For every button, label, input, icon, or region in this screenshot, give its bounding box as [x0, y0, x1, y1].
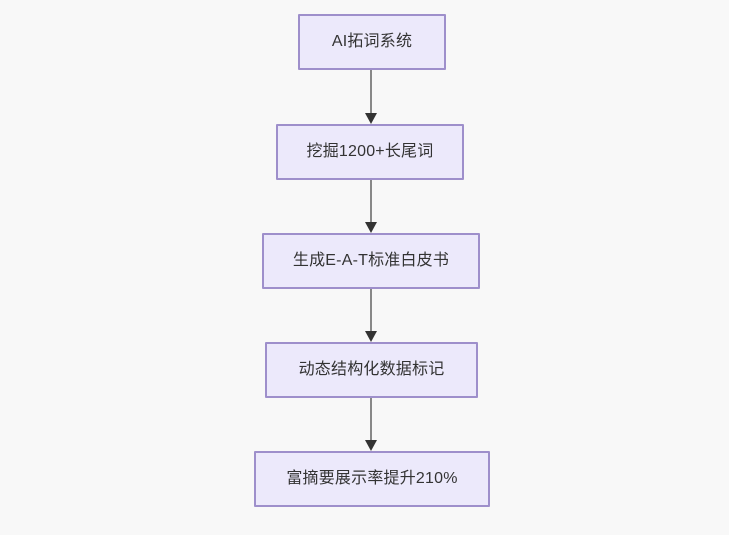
flowchart-node-label: AI拓词系统: [331, 33, 413, 51]
flowchart-node-n1[interactable]: AI拓词系统: [298, 14, 446, 70]
flowchart-node-label: 挖掘1200+长尾词: [306, 143, 434, 161]
flowchart-edge-n2-n3: [364, 180, 378, 233]
flowchart-node-n5[interactable]: 富摘要展示率提升210%: [254, 451, 490, 507]
flowchart-edge-n1-n2: [364, 70, 378, 124]
flowchart-edge-n3-n4: [364, 289, 378, 342]
arrowhead-icon: [365, 440, 377, 451]
flowchart-node-label: 生成E-A-T标准白皮书: [292, 252, 450, 270]
arrowhead-icon: [365, 113, 377, 124]
flowchart-node-label: 动态结构化数据标记: [298, 361, 445, 379]
arrowhead-icon: [365, 331, 377, 342]
arrowhead-icon: [365, 222, 377, 233]
flowchart-node-n2[interactable]: 挖掘1200+长尾词: [276, 124, 464, 180]
flowchart-edge-n4-n5: [364, 398, 378, 451]
flowchart-node-n3[interactable]: 生成E-A-T标准白皮书: [262, 233, 480, 289]
flowchart-node-label: 富摘要展示率提升210%: [286, 470, 458, 488]
flowchart-node-n4[interactable]: 动态结构化数据标记: [265, 342, 478, 398]
